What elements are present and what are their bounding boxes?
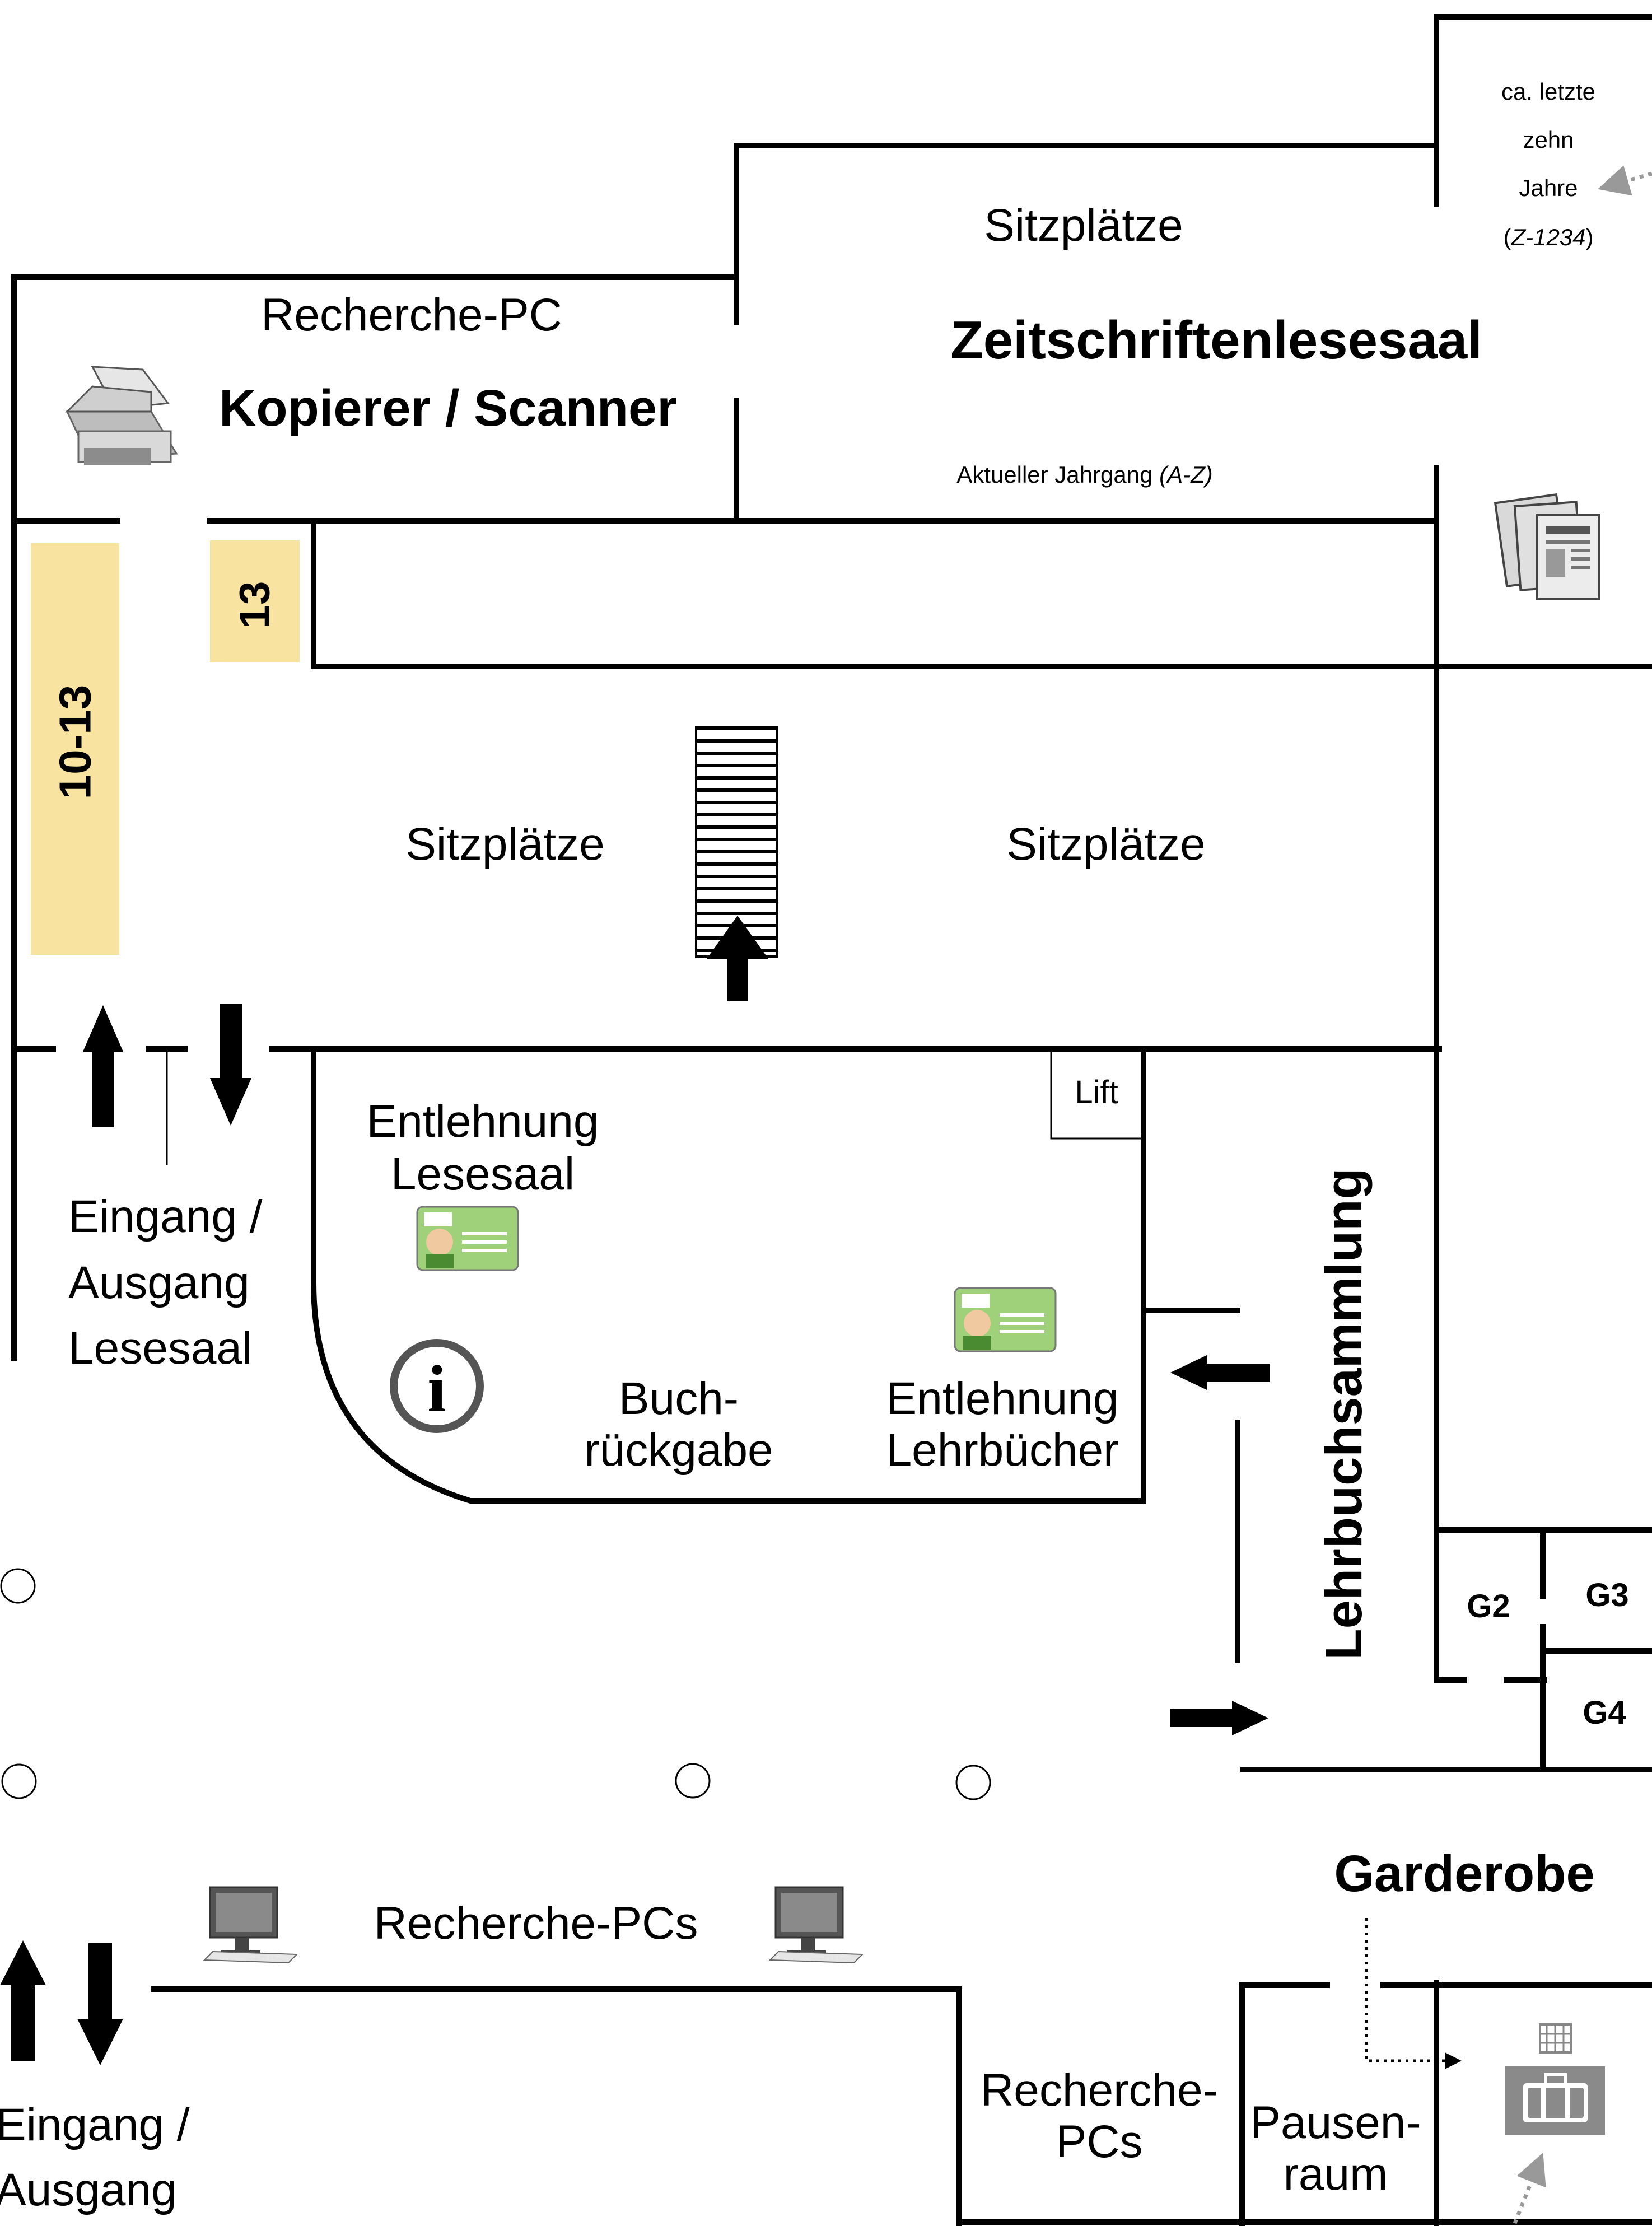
arrow-up-icon <box>0 1940 46 2061</box>
pausenraum-line2: raum <box>1284 2149 1388 2200</box>
eingang-ausgang-bottom-line2: Ausgang <box>0 2164 177 2215</box>
lift-box <box>1050 1049 1144 1140</box>
room-g2-label: G2 <box>1467 1588 1510 1625</box>
eingang-lesesaal-line2: Ausgang <box>68 1257 250 1308</box>
entlehnung-lehrbuecher-line2: Lehrbücher <box>886 1425 1119 1476</box>
sitzplaetze-zeit-label: Sitzplätze <box>984 200 1183 251</box>
copier-icon <box>65 366 178 465</box>
arrow-left-icon <box>1170 1355 1270 1390</box>
entlehnung-lesesaal-line1: Entlehnung <box>367 1096 599 1147</box>
pillar-icon <box>675 1763 711 1799</box>
pillar-icon <box>1 1763 37 1799</box>
dotted-arrow-icon <box>1365 1918 1462 2069</box>
locker-icon <box>1505 2023 1605 2135</box>
ca-letzte-line1: ca. letzte <box>1501 78 1595 105</box>
dotted-arrow-icon <box>1598 165 1652 196</box>
dotted-arrow-icon <box>1513 2153 1546 2224</box>
pillar-icon <box>0 1568 36 1604</box>
eingang-lesesaal-line1: Eingang / <box>68 1191 263 1242</box>
arrow-down-icon <box>210 1004 251 1126</box>
recherche-pcs-room-line2: PCs <box>1056 2116 1143 2167</box>
labels: Recherche-PC Kopierer / Scanner Sitzplät… <box>0 78 1629 2215</box>
recherche-pc-label: Recherche-PC <box>261 290 562 340</box>
sitzplaetze-right-label: Sitzplätze <box>1006 819 1206 870</box>
stairs-icon <box>695 726 778 1001</box>
wall-pausen-left <box>1239 1982 1330 2226</box>
library-card-icon <box>416 1206 519 1271</box>
computer-icon <box>768 1886 864 1964</box>
lehrbuchsammlung-label: Lehrbuchsammlung <box>1315 1168 1373 1660</box>
aktueller-jahrgang-text: Aktueller Jahrgang <box>956 461 1159 488</box>
library-card-icon <box>954 1287 1057 1352</box>
ca-letzte-line4: (Z-1234) <box>1503 224 1593 250</box>
shelf-13 <box>210 540 300 662</box>
aktueller-jahrgang-label: Aktueller Jahrgang (A-Z) <box>956 461 1213 488</box>
sitzplaetze-left-label: Sitzplätze <box>405 819 605 870</box>
buchrueckgabe-line2: rückgabe <box>584 1425 773 1476</box>
pillar-icon <box>955 1765 991 1800</box>
pausenraum-line1: Pausen- <box>1250 2097 1421 2148</box>
info-icon: i <box>390 1339 484 1433</box>
shelf-label-10-13: 10-13 <box>50 685 100 800</box>
arrow-right-icon <box>1170 1701 1268 1735</box>
ca-paren-close: ) <box>1586 224 1594 250</box>
ca-range: Z-1234 <box>1510 224 1585 250</box>
entlehnung-lesesaal-line2: Lesesaal <box>391 1149 575 1200</box>
info-symbol: i <box>427 1351 446 1426</box>
shelves: 13 10-13 <box>31 540 300 955</box>
walls <box>11 14 1652 2226</box>
shelf-10-13 <box>31 543 119 955</box>
newspaper-icon <box>1494 493 1600 600</box>
zeitschriftenlesesaal-label: Zeitschriftenlesesaal <box>950 310 1482 370</box>
room-g4-label: G4 <box>1583 1695 1626 1731</box>
computer-icon <box>203 1886 298 1964</box>
pillars <box>0 1568 991 1800</box>
eingang-ausgang-bottom-line1: Eingang / <box>0 2099 190 2150</box>
garderobe-label: Garderobe <box>1334 1845 1594 1902</box>
ca-letzte-line3: Jahre <box>1519 175 1578 201</box>
room-g3-label: G3 <box>1585 1577 1628 1613</box>
shelf-label-13: 13 <box>231 581 279 629</box>
kopierer-scanner-label: Kopierer / Scanner <box>219 380 677 437</box>
wall-corridor-box <box>311 518 1439 669</box>
wall-desk-left <box>311 1046 1146 1504</box>
wall-bottom-long <box>151 1986 962 2226</box>
entlehnung-lehrbuecher-line1: Entlehnung <box>886 1373 1119 1424</box>
lift-label: Lift <box>1075 1074 1118 1110</box>
ca-letzte-line2: zehn <box>1523 127 1574 153</box>
recherche-pcs-room-line1: Recherche- <box>981 2065 1218 2116</box>
arrows <box>0 165 1652 2224</box>
recherche-pcs-label: Recherche-PCs <box>374 1898 698 1949</box>
ca-paren-open: ( <box>1503 224 1511 250</box>
aktueller-jahrgang-range: (A-Z) <box>1159 461 1213 488</box>
arrow-down-icon <box>77 1943 123 2065</box>
arrow-up-icon <box>83 1005 123 1127</box>
eingang-lesesaal-line3: Lesesaal <box>68 1323 252 1374</box>
buchrueckgabe-line1: Buch- <box>619 1373 739 1424</box>
wall-zeit-top <box>734 143 1439 325</box>
